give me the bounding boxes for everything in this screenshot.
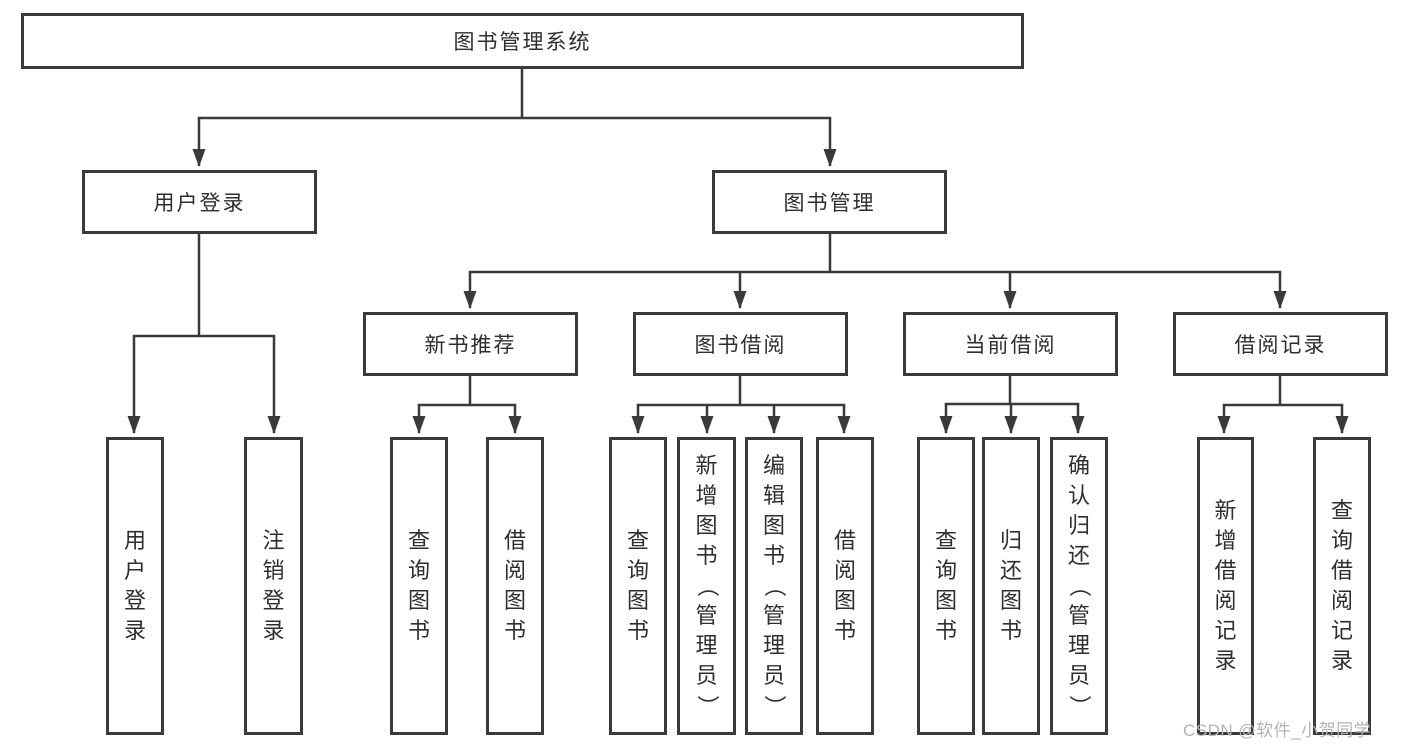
node-book-management-group: 图书管理 (712, 170, 947, 234)
leaf-user-login: 用户登录 (106, 437, 164, 735)
leaf-current-query-book-label: 查询图书 (934, 528, 957, 643)
node-current-borrowing-label: 当前借阅 (964, 334, 1057, 357)
node-current-borrowing: 当前借阅 (903, 312, 1118, 376)
leaf-records-add-record-label: 新增借阅记录 (1214, 498, 1237, 673)
node-new-book-recommend-label: 新书推荐 (424, 334, 517, 357)
leaf-borrowing-query-book: 查询图书 (609, 437, 667, 735)
leaf-newbook-borrow-book: 借阅图书 (486, 437, 544, 735)
leaf-borrowing-add-book-admin-label: 新增图书（管理员） (694, 453, 720, 717)
leaf-borrowing-edit-book-admin: 编辑图书（管理员） (745, 437, 803, 735)
leaf-newbook-query-book-label: 查询图书 (407, 528, 430, 643)
node-user-login-group: 用户登录 (82, 170, 317, 234)
leaf-current-return-book-label: 归还图书 (999, 528, 1022, 643)
node-user-login-group-label: 用户登录 (153, 192, 246, 215)
leaf-current-query-book: 查询图书 (917, 437, 975, 735)
leaf-current-return-book: 归还图书 (982, 437, 1040, 735)
leaf-borrowing-edit-book-admin-label: 编辑图书（管理员） (762, 453, 787, 717)
leaf-records-query-record-label: 查询借阅记录 (1330, 498, 1353, 673)
leaf-records-query-record: 查询借阅记录 (1313, 437, 1371, 735)
node-root-label: 图书管理系统 (453, 31, 592, 54)
leaf-records-add-record: 新增借阅记录 (1197, 437, 1254, 735)
leaf-newbook-query-book: 查询图书 (390, 437, 448, 735)
leaf-borrowing-query-book-label: 查询图书 (626, 528, 649, 643)
node-new-book-recommend: 新书推荐 (363, 312, 578, 376)
node-borrowing-records-label: 借阅记录 (1234, 334, 1327, 357)
node-borrowing-records: 借阅记录 (1173, 312, 1388, 376)
leaf-borrowing-borrow-book-label: 借阅图书 (833, 528, 856, 643)
connector-group (127, 68, 1349, 434)
leaf-logout-label: 注销登录 (262, 528, 285, 643)
leaf-current-confirm-return-admin: 确认归还（管理员） (1050, 437, 1108, 735)
node-book-management-group-label: 图书管理 (783, 192, 876, 215)
node-book-borrowing-label: 图书借阅 (694, 334, 787, 357)
leaf-logout: 注销登录 (244, 437, 303, 735)
csdn-watermark: CSDN @软件_小贺同学 (1183, 721, 1372, 740)
leaf-newbook-borrow-book-label: 借阅图书 (503, 528, 526, 643)
leaf-borrowing-borrow-book: 借阅图书 (816, 437, 874, 735)
node-root-library-system: 图书管理系统 (21, 13, 1024, 69)
leaf-current-confirm-return-admin-label: 确认归还（管理员） (1067, 453, 1092, 717)
leaf-user-login-label: 用户登录 (123, 528, 146, 643)
leaf-borrowing-add-book-admin: 新增图书（管理员） (677, 437, 736, 735)
node-book-borrowing: 图书借阅 (633, 312, 848, 376)
